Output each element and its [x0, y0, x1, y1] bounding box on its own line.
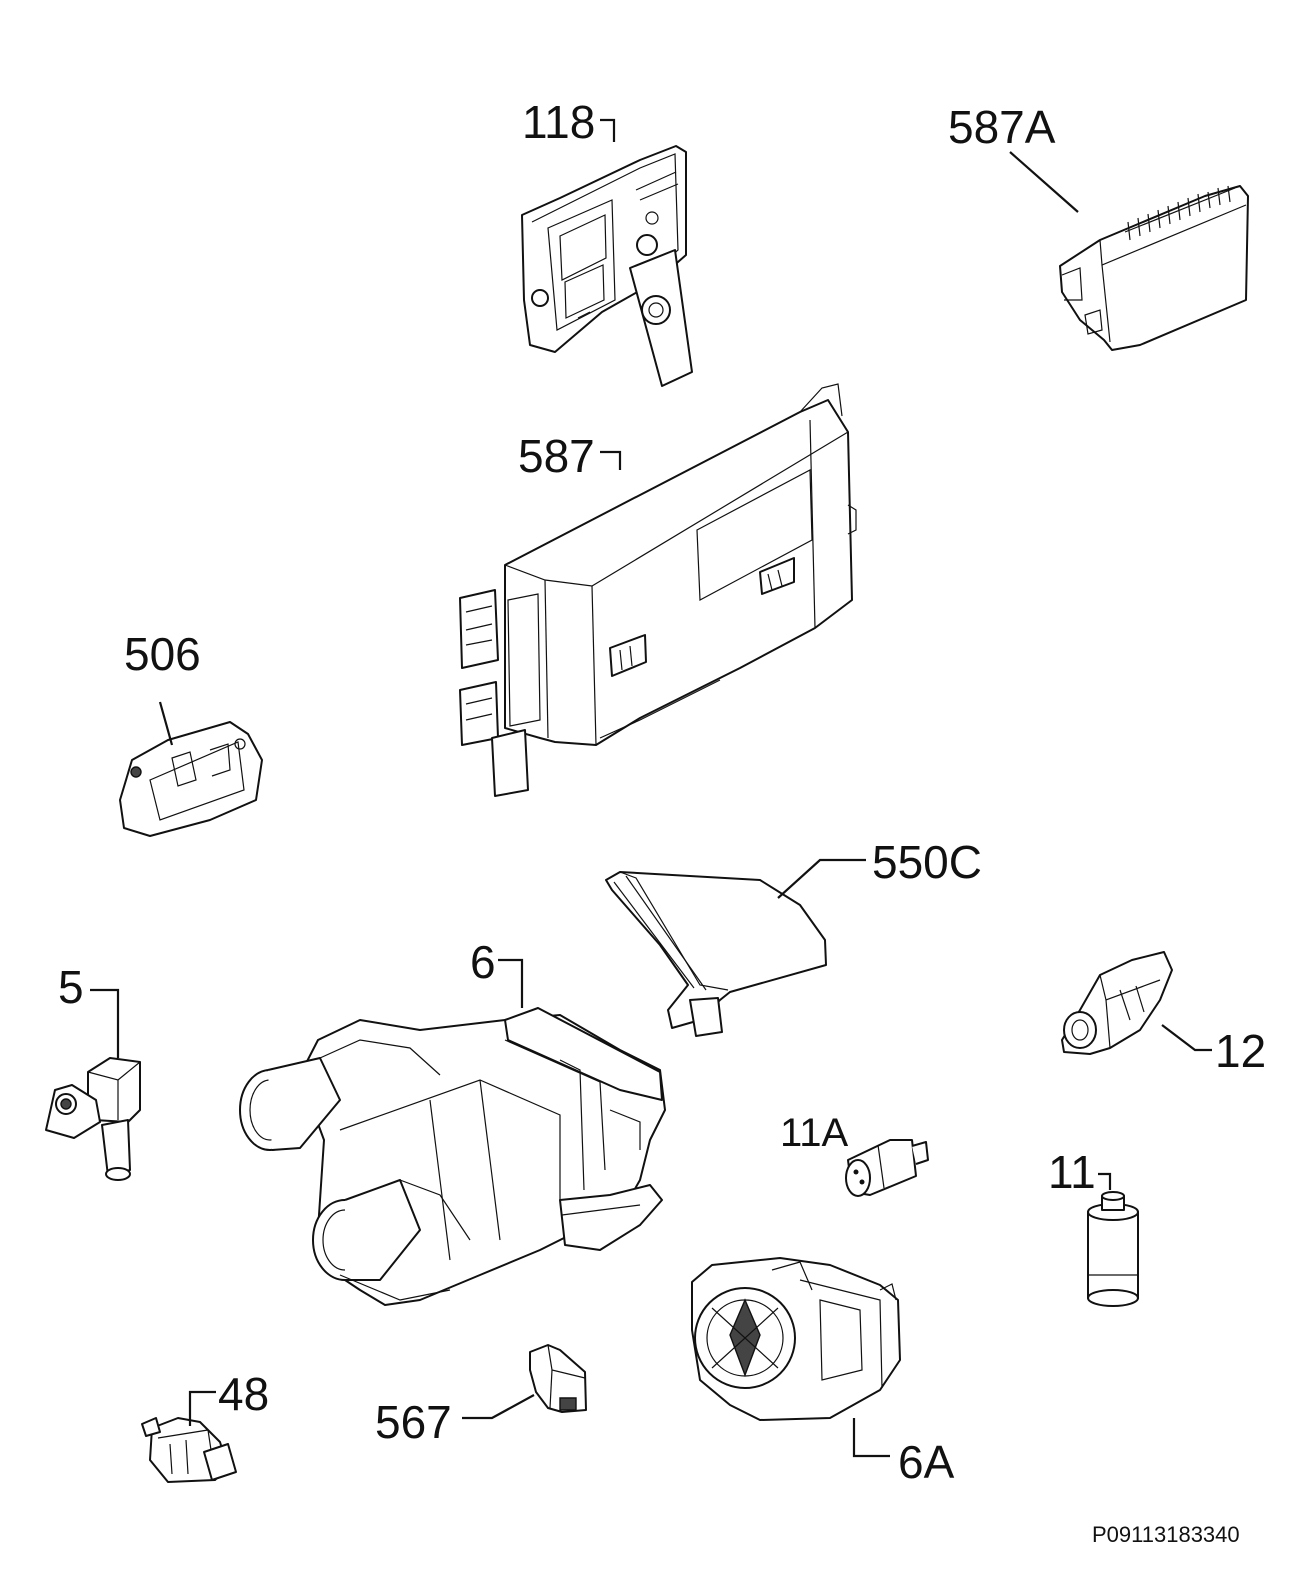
label-550c: 550C — [872, 836, 982, 888]
part-587a-control-board[interactable] — [1059, 185, 1249, 351]
label-6a: 6A — [898, 1436, 955, 1488]
label-587a: 587A — [948, 101, 1056, 153]
leader-587 — [600, 450, 622, 470]
part-550c-cover[interactable] — [605, 871, 827, 1037]
part-6a-drain-pump[interactable] — [691, 1257, 901, 1421]
label-11: 11 — [1048, 1146, 1096, 1198]
leader-567 — [462, 1394, 535, 1420]
part-506-sensor[interactable] — [119, 721, 263, 837]
label-48: 48 — [218, 1368, 269, 1420]
part-48-sensor[interactable] — [141, 1417, 237, 1483]
label-587: 587 — [518, 430, 595, 482]
part-6-circulation-pump[interactable] — [239, 1007, 666, 1306]
label-6: 6 — [470, 936, 496, 988]
leader-12 — [1161, 1024, 1212, 1052]
leader-6 — [498, 958, 524, 1008]
leader-506 — [158, 701, 174, 746]
label-5: 5 — [58, 961, 84, 1013]
part-118-detergent-dispenser[interactable] — [521, 145, 693, 387]
label-506: 506 — [124, 628, 201, 680]
part-587-electronic-module[interactable] — [459, 383, 857, 797]
leader-550c — [777, 858, 866, 899]
leader-48 — [188, 1390, 216, 1426]
leader-6a — [852, 1418, 890, 1458]
label-567: 567 — [375, 1396, 452, 1448]
label-12: 12 — [1215, 1025, 1266, 1077]
part-11-capacitor[interactable] — [1087, 1191, 1139, 1307]
leader-5 — [90, 988, 120, 1058]
part-11a-capacitor[interactable] — [845, 1139, 929, 1197]
part-567-clip[interactable] — [529, 1344, 587, 1413]
part-12-sensor[interactable] — [1061, 951, 1173, 1055]
leader-118 — [600, 118, 616, 142]
part-5-inlet-valve[interactable] — [45, 1057, 141, 1181]
leader-11 — [1098, 1172, 1112, 1190]
leader-587a — [1009, 151, 1079, 213]
label-11a: 11A — [780, 1111, 849, 1155]
label-118: 118 — [522, 96, 595, 148]
reference-code: P09113183340 — [1092, 1522, 1240, 1547]
